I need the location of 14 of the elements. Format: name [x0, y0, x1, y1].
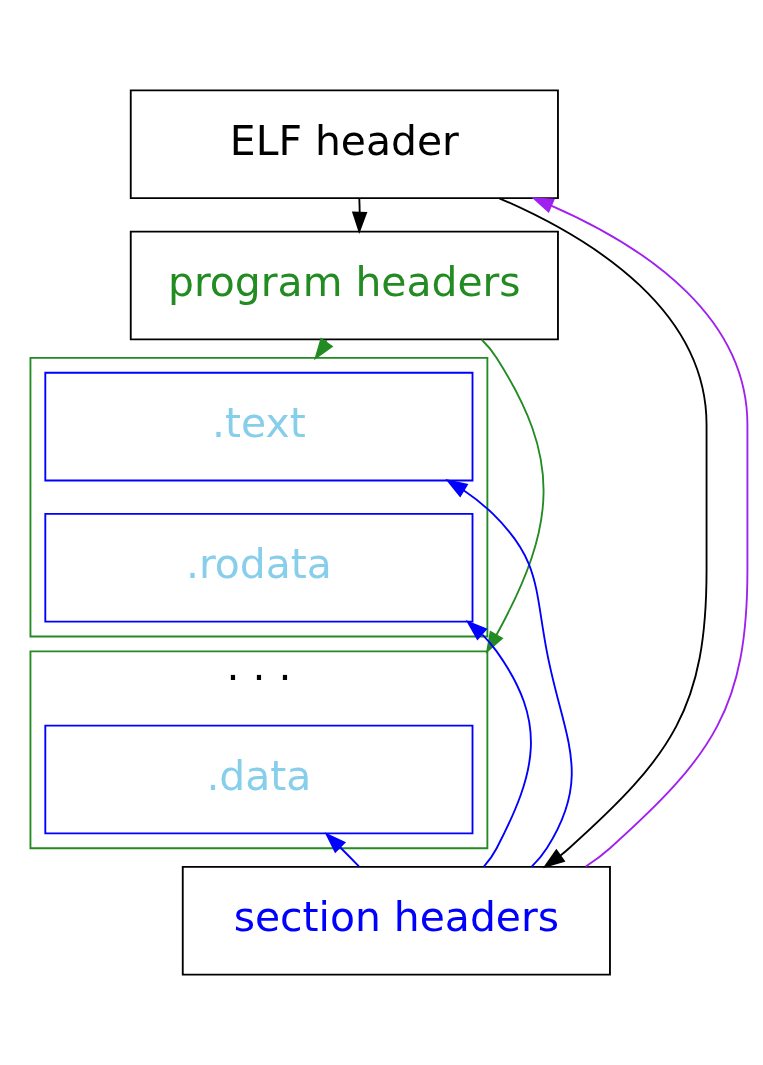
arrow: [445, 479, 573, 868]
arrow: [324, 832, 360, 868]
arrow: [531, 197, 749, 868]
arrow: [498, 197, 708, 869]
node-box: program headers: [129, 230, 559, 341]
node-box: section headers: [181, 865, 611, 976]
arrow: [465, 619, 532, 868]
arrow: [480, 338, 545, 654]
node-box: .data: [44, 724, 474, 835]
arrow: [314, 337, 334, 361]
node-box: .text: [44, 371, 474, 482]
node-box: .rodata: [44, 513, 474, 623]
cluster: [29, 356, 489, 638]
node-box: ELF header: [129, 89, 559, 200]
